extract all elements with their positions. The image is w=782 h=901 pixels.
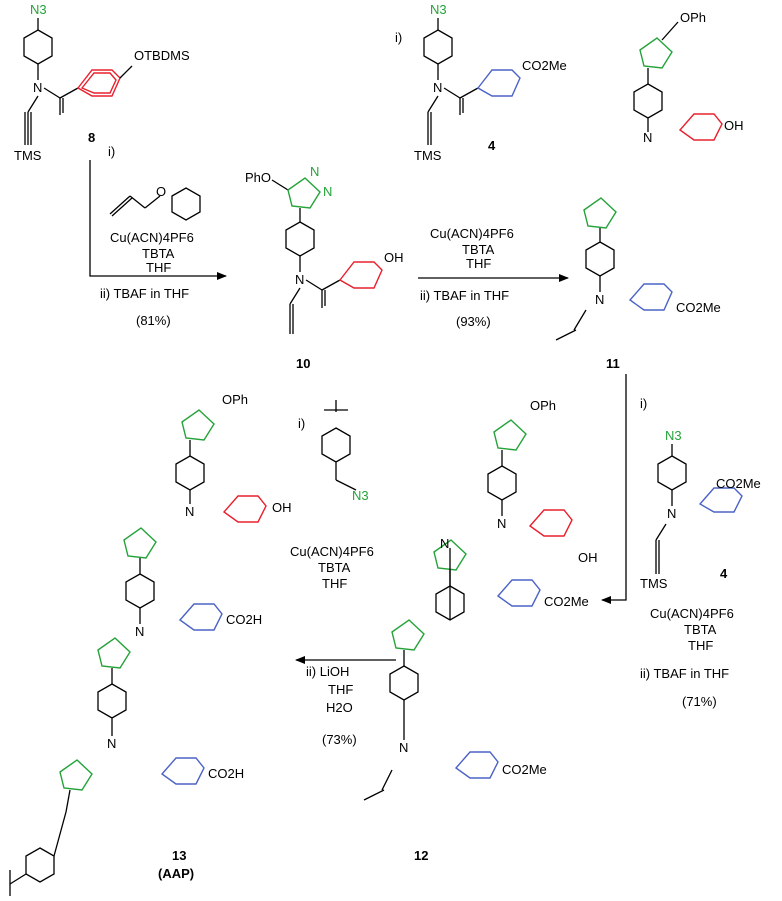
- svg-text:N: N: [107, 736, 116, 751]
- svg-text:OH: OH: [724, 118, 744, 133]
- step3: i) N3 N CO2Me TMS 4 Cu(ACN)4PF6 TBTA THF…: [601, 374, 761, 709]
- svg-text:OH: OH: [578, 550, 598, 565]
- svg-text:4: 4: [488, 138, 496, 153]
- triazole-ring: [287, 177, 321, 209]
- svg-text:12: 12: [414, 848, 428, 863]
- svg-text:OPh: OPh: [530, 398, 556, 413]
- step1: i) O Cu(ACN)4PF6 TBTA THF ii) TBAF in TH…: [89, 144, 227, 328]
- svg-text:(AAP): (AAP): [158, 866, 194, 881]
- svg-text:N: N: [497, 516, 506, 531]
- svg-text:OH: OH: [272, 500, 292, 515]
- svg-text:(81%): (81%): [136, 313, 171, 328]
- svg-text:N3: N3: [430, 2, 447, 17]
- compound-13: OPh N OH N CO2H N CO2H 13 (AAP): [9, 392, 292, 896]
- svg-text:OH: OH: [384, 250, 404, 265]
- svg-text:Cu(ACN)4PF6: Cu(ACN)4PF6: [650, 606, 734, 621]
- compound-number: 8: [88, 130, 95, 145]
- svg-text:i): i): [395, 30, 402, 45]
- svg-text:N3: N3: [352, 488, 369, 503]
- svg-text:N: N: [295, 272, 304, 287]
- svg-text:(73%): (73%): [322, 732, 357, 747]
- svg-text:THF: THF: [322, 576, 347, 591]
- svg-text:4: 4: [720, 566, 728, 581]
- svg-text:OPh: OPh: [680, 10, 706, 25]
- compound-12: OPh N OH N CO2Me N CO2Me 12: [363, 398, 598, 863]
- svg-text:N: N: [440, 536, 449, 551]
- svg-text:N: N: [399, 740, 408, 755]
- svg-text:Cu(ACN)4PF6: Cu(ACN)4PF6: [430, 226, 514, 241]
- svg-text:CO2H: CO2H: [208, 766, 244, 781]
- svg-text:TBTA: TBTA: [462, 242, 495, 257]
- svg-text:Cu(ACN)4PF6: Cu(ACN)4PF6: [290, 544, 374, 559]
- step2: i) N3 N CO2Me TMS 4 Cu(ACN)4PF6 TBTA THF…: [395, 2, 569, 329]
- oxygen-label: O: [156, 184, 166, 199]
- svg-text:10: 10: [296, 356, 310, 371]
- svg-text:N3: N3: [665, 428, 682, 443]
- svg-text:TMS: TMS: [414, 148, 442, 163]
- svg-text:TBTA: TBTA: [684, 622, 717, 637]
- svg-text:N: N: [433, 80, 442, 95]
- svg-text:N: N: [667, 506, 676, 521]
- svg-text:TMS: TMS: [640, 576, 668, 591]
- svg-text:i): i): [640, 396, 647, 411]
- svg-text:N: N: [595, 292, 604, 307]
- phenyl-ring: [23, 29, 53, 65]
- nitrogen-label: N: [33, 80, 42, 95]
- svg-text:ii) TBAF in THF: ii) TBAF in THF: [100, 286, 189, 301]
- tert-butylbenzyl-azide: N3: [321, 400, 369, 503]
- svg-text:11: 11: [606, 356, 620, 371]
- svg-text:OPh: OPh: [222, 392, 248, 407]
- tms-label: TMS: [14, 148, 42, 163]
- svg-text:H2O: H2O: [326, 700, 353, 715]
- svg-text:i): i): [108, 144, 115, 159]
- svg-text:N: N: [323, 184, 332, 199]
- svg-text:ii) TBAF in THF: ii) TBAF in THF: [640, 666, 729, 681]
- azide-label: N3: [30, 2, 47, 17]
- svg-text:CO2Me: CO2Me: [544, 594, 589, 609]
- svg-text:CO2Me: CO2Me: [676, 300, 721, 315]
- svg-text:Cu(ACN)4PF6: Cu(ACN)4PF6: [110, 230, 194, 245]
- svg-text:TBTA: TBTA: [318, 560, 351, 575]
- svg-text:i): i): [298, 416, 305, 431]
- svg-text:CO2H: CO2H: [226, 612, 262, 627]
- svg-text:PhO: PhO: [245, 170, 271, 185]
- compound-4-a: N3 N CO2Me TMS 4: [414, 2, 567, 163]
- svg-text:N: N: [643, 130, 652, 145]
- compound-11: OPh N OH N CO2Me 11: [555, 10, 744, 371]
- svg-text:THF: THF: [466, 256, 491, 271]
- compound-8: N3 N OTBDMS TMS 8: [14, 2, 190, 163]
- svg-text:THF: THF: [328, 682, 353, 697]
- svg-text:THF: THF: [146, 260, 171, 275]
- svg-text:N: N: [185, 504, 194, 519]
- svg-text:TBTA: TBTA: [142, 246, 175, 261]
- svg-text:N: N: [310, 164, 319, 179]
- step4: i) N3 Cu(ACN)4PF6 TBTA THF ii) LiOH THF …: [290, 400, 396, 747]
- otbdms-label: OTBDMS: [134, 48, 190, 63]
- svg-text:(71%): (71%): [682, 694, 717, 709]
- svg-text:CO2Me: CO2Me: [522, 58, 567, 73]
- svg-text:N: N: [135, 624, 144, 639]
- svg-text:13: 13: [172, 848, 186, 863]
- svg-text:(93%): (93%): [456, 314, 491, 329]
- svg-text:ii) LiOH: ii) LiOH: [306, 664, 349, 679]
- svg-text:ii) TBAF in THF: ii) TBAF in THF: [420, 288, 509, 303]
- svg-text:THF: THF: [688, 638, 713, 653]
- compound-10: PhO N N N OH 10: [245, 164, 404, 371]
- svg-text:CO2Me: CO2Me: [502, 762, 547, 777]
- propargyl-phenyl-ether: O: [109, 184, 201, 221]
- phenol-ring: [76, 69, 121, 97]
- compound-4-b: N3 N CO2Me TMS 4: [640, 428, 761, 591]
- svg-text:CO2Me: CO2Me: [716, 476, 761, 491]
